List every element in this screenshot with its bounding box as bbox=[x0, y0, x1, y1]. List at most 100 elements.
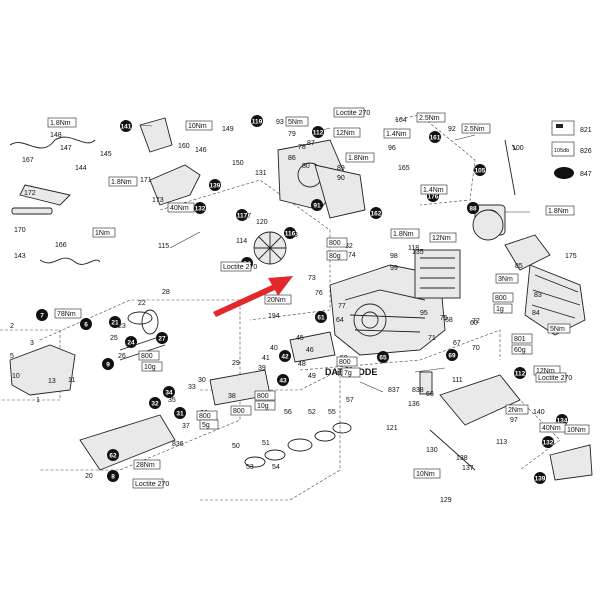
callout-31: 31 bbox=[174, 407, 186, 419]
part-label-1: 1 bbox=[36, 397, 40, 404]
callout-139: 139 bbox=[209, 179, 221, 191]
part-label-47: 47 bbox=[336, 371, 344, 378]
spec-box-30: 800 bbox=[254, 390, 276, 401]
part-label-143: 143 bbox=[14, 253, 26, 260]
callout-119: 119 bbox=[251, 115, 263, 127]
svg-text:132: 132 bbox=[195, 205, 206, 212]
svg-text:62: 62 bbox=[109, 452, 117, 459]
part-label-73: 73 bbox=[308, 275, 316, 282]
svg-text:24: 24 bbox=[127, 339, 135, 346]
part-label-98: 98 bbox=[390, 253, 398, 260]
part-label-96: 96 bbox=[388, 145, 396, 152]
svg-text:2.5Nm: 2.5Nm bbox=[464, 126, 485, 133]
svg-text:112: 112 bbox=[313, 129, 324, 136]
part-label-35: 35 bbox=[168, 397, 176, 404]
svg-text:40Nm: 40Nm bbox=[170, 205, 189, 212]
part-label-40: 40 bbox=[270, 345, 278, 352]
part-label-22: 22 bbox=[138, 300, 146, 307]
svg-text:65: 65 bbox=[379, 354, 387, 361]
leader-lines bbox=[139, 124, 530, 393]
svg-text:800: 800 bbox=[339, 359, 351, 366]
part-label-114: 114 bbox=[236, 238, 247, 245]
callout-43: 43 bbox=[277, 374, 289, 386]
svg-text:1Nm: 1Nm bbox=[95, 230, 110, 237]
spec-box-23: 1.4Nm bbox=[420, 184, 448, 195]
svg-text:Loctite 270: Loctite 270 bbox=[538, 375, 572, 382]
svg-text:116: 116 bbox=[285, 230, 296, 237]
svg-text:88: 88 bbox=[469, 205, 477, 212]
svg-text:105: 105 bbox=[475, 167, 486, 174]
part-label-75: 75 bbox=[440, 315, 448, 322]
svg-text:78Nm: 78Nm bbox=[57, 311, 76, 318]
part-label-54: 54 bbox=[272, 464, 280, 471]
spec-box-36: 801 bbox=[511, 333, 533, 344]
spec-box-25: 800 bbox=[138, 350, 160, 361]
part-label-89: 89 bbox=[337, 165, 345, 172]
spec-box-29: 800 bbox=[230, 405, 252, 416]
part-label-836: 836 bbox=[172, 441, 184, 448]
part-label-135: 135 bbox=[412, 249, 424, 256]
spec-box-35: 1g bbox=[493, 303, 513, 314]
svg-text:12Nm: 12Nm bbox=[336, 130, 355, 137]
svg-text:132: 132 bbox=[543, 439, 554, 446]
svg-text:176: 176 bbox=[428, 193, 439, 200]
part-label-136: 136 bbox=[408, 401, 420, 408]
part-label-147: 147 bbox=[60, 145, 72, 152]
part-label-74: 74 bbox=[348, 252, 356, 259]
part-label-13: 13 bbox=[48, 378, 56, 385]
callout-9: 9 bbox=[102, 358, 114, 370]
spec-box-3: 12Nm bbox=[333, 127, 361, 138]
svg-text:21: 21 bbox=[111, 319, 119, 326]
part-label-113: 113 bbox=[496, 439, 507, 446]
svg-text:12Nm: 12Nm bbox=[432, 235, 451, 242]
spec-box-15: 10Nm bbox=[413, 468, 441, 479]
svg-text:161: 161 bbox=[430, 134, 441, 141]
part-label-72: 72 bbox=[472, 318, 480, 325]
part-label-56: 56 bbox=[284, 409, 292, 416]
part-label-57: 57 bbox=[346, 397, 354, 404]
part-label-837: 837 bbox=[388, 387, 400, 394]
svg-text:7g: 7g bbox=[344, 370, 352, 377]
part-label-83: 83 bbox=[534, 292, 542, 299]
spec-box-43: Loctite 270 bbox=[535, 372, 572, 383]
svg-text:1.8Nm: 1.8Nm bbox=[548, 208, 569, 215]
svg-text:40Nm: 40Nm bbox=[542, 425, 561, 432]
svg-text:800: 800 bbox=[141, 353, 153, 360]
spec-box-27: 800 bbox=[196, 410, 218, 421]
part-label-86: 86 bbox=[288, 155, 296, 162]
spec-box-41: Loctite 270 bbox=[220, 261, 257, 272]
callout-132: 132 bbox=[542, 436, 554, 448]
spec-box-2: 5Nm bbox=[285, 116, 309, 127]
svg-text:10g: 10g bbox=[257, 403, 269, 410]
callout-65: 65 bbox=[377, 351, 389, 363]
svg-text:3Nm: 3Nm bbox=[498, 276, 513, 283]
spec-box-17: 5Nm bbox=[547, 323, 571, 334]
svg-text:5g: 5g bbox=[202, 422, 210, 429]
part-label-129: 129 bbox=[440, 497, 452, 504]
part-label-138: 138 bbox=[456, 455, 468, 462]
part-label-20: 20 bbox=[85, 473, 93, 480]
part-label-23: 23 bbox=[118, 323, 126, 330]
part-label-100: 100 bbox=[512, 145, 524, 152]
callout-27: 27 bbox=[156, 332, 168, 344]
part-label-60: 60 bbox=[470, 320, 478, 327]
part-label-95: 95 bbox=[420, 310, 428, 317]
part-label-45: 45 bbox=[296, 335, 304, 342]
part-label-82: 82 bbox=[345, 243, 353, 250]
svg-text:800: 800 bbox=[495, 295, 507, 302]
callout-7: 7 bbox=[36, 309, 48, 321]
callout-24: 24 bbox=[125, 336, 137, 348]
part-label-194: 194 bbox=[268, 313, 280, 320]
svg-text:10Nm: 10Nm bbox=[188, 123, 207, 130]
svg-text:1g: 1g bbox=[496, 306, 504, 313]
part-label-39: 39 bbox=[258, 365, 266, 372]
bottom-right-parts bbox=[419, 139, 593, 481]
callout-116: 116 bbox=[284, 227, 296, 239]
svg-text:801: 801 bbox=[514, 336, 526, 343]
legend-rectangle-105db-icon bbox=[551, 141, 575, 157]
part-label-71: 71 bbox=[428, 335, 436, 342]
spec-box-8: 40Nm bbox=[167, 202, 195, 213]
svg-text:8: 8 bbox=[111, 473, 115, 480]
svg-text:800: 800 bbox=[329, 240, 341, 247]
callout-61: 61 bbox=[315, 311, 327, 323]
